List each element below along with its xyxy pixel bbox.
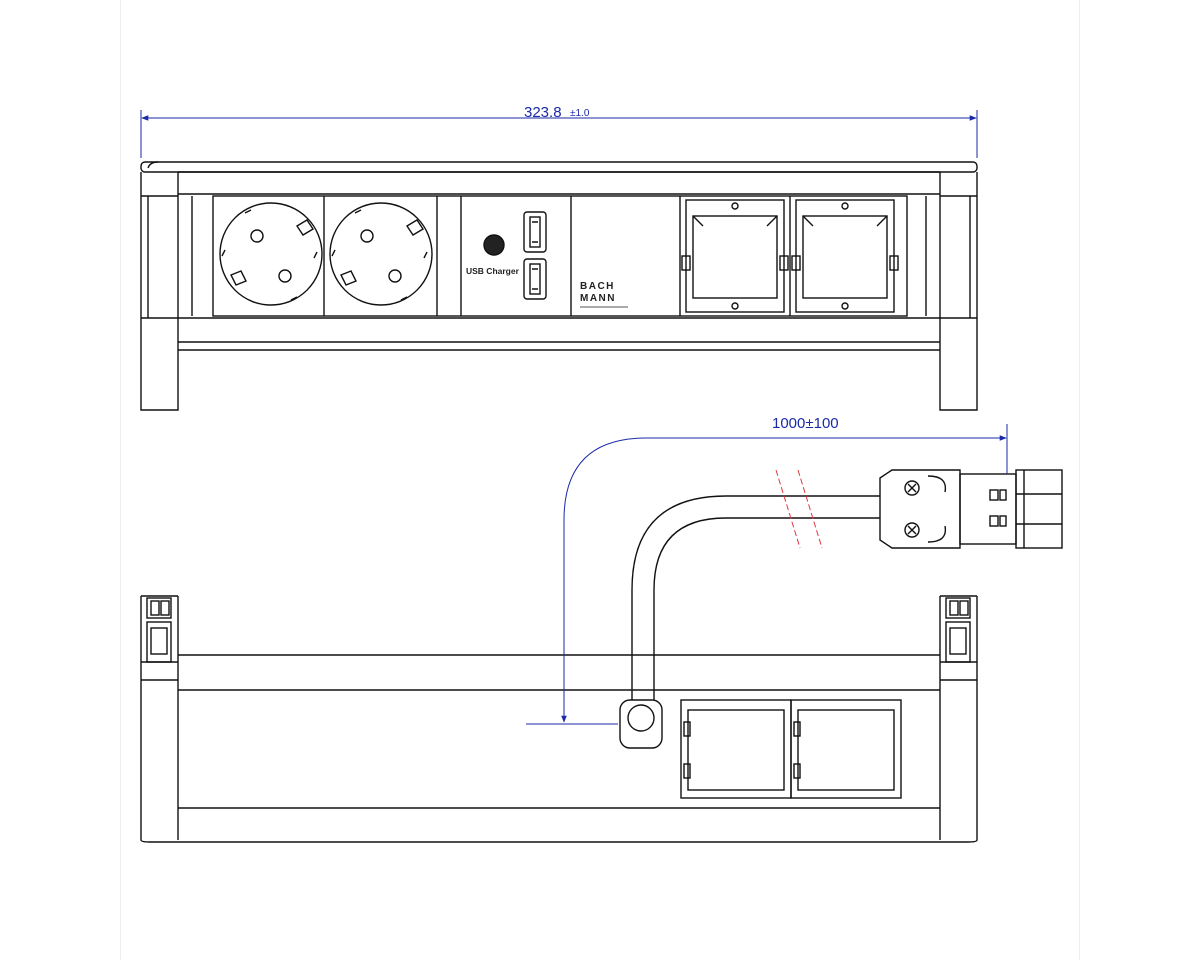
usb-charger-label: USB Charger bbox=[466, 266, 520, 276]
left-end-cap bbox=[140, 172, 179, 411]
cable-grommet bbox=[619, 699, 663, 749]
schuko-socket-2 bbox=[329, 202, 433, 306]
right-mounting-clip bbox=[945, 597, 971, 663]
power-cable bbox=[631, 495, 880, 700]
page-frame-right bbox=[1079, 0, 1080, 960]
width-dimension-value: 323.8 bbox=[524, 104, 562, 121]
usb-charger-module bbox=[483, 211, 547, 300]
cable-break-mark bbox=[775, 469, 823, 549]
usb-port-2 bbox=[523, 258, 547, 300]
schuko-socket-1 bbox=[219, 202, 323, 306]
rear-module-back-1 bbox=[680, 699, 792, 799]
page-frame-left bbox=[120, 0, 121, 960]
brand-logo-line1: BACH bbox=[580, 281, 615, 292]
plug-connector bbox=[879, 469, 1063, 549]
rear-module-back-2 bbox=[790, 699, 902, 799]
cable-length-value: 1000±100 bbox=[772, 415, 839, 432]
data-keystone-module-2 bbox=[791, 199, 899, 313]
width-dimension bbox=[140, 110, 978, 158]
front-view bbox=[140, 110, 978, 411]
rear-view bbox=[140, 495, 978, 843]
width-dimension-tolerance: ±1.0 bbox=[570, 108, 590, 119]
left-mounting-clip bbox=[146, 597, 172, 663]
housing-top-rail bbox=[140, 161, 978, 173]
usb-indicator-led bbox=[483, 234, 505, 256]
data-keystone-module-1 bbox=[681, 199, 789, 313]
right-end-cap bbox=[939, 172, 978, 411]
cable-length-dimension bbox=[526, 424, 1008, 725]
usb-port-1 bbox=[523, 211, 547, 253]
brand-logo-line2: MANN bbox=[580, 293, 616, 304]
module-frame bbox=[212, 195, 908, 317]
